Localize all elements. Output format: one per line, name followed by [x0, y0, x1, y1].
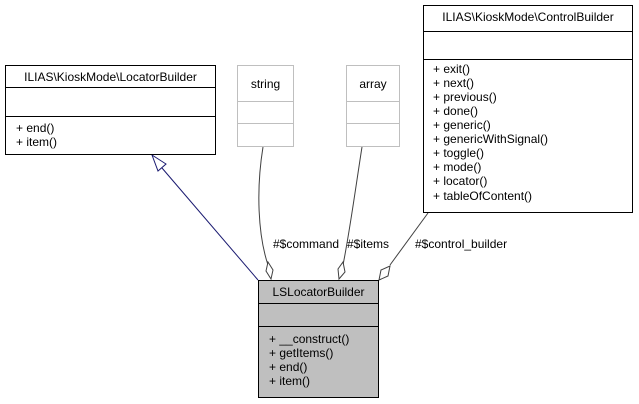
items-label: #$items: [347, 237, 389, 251]
control-builder-diamond: [378, 265, 391, 281]
class-title: LSLocatorBuilder: [272, 285, 364, 299]
method: + item(): [16, 135, 57, 149]
edge-labels: #$command #$items #$control_builder: [273, 237, 507, 251]
method: + tableOfContent(): [433, 189, 532, 203]
method: + previous(): [433, 90, 497, 104]
class-ls-locator-builder[interactable]: LSLocatorBuilder + __construct() + getIt…: [258, 280, 379, 398]
method: + item(): [269, 374, 310, 388]
method: + mode(): [433, 160, 481, 174]
method: + end(): [16, 121, 54, 135]
class-control-builder[interactable]: ILIAS\KioskMode\ControlBuilder + exit() …: [423, 5, 633, 213]
command-label: #$command: [273, 237, 339, 251]
items-diamond: [337, 260, 346, 281]
command-diamond: [265, 260, 274, 281]
control-builder-label: #$control_builder: [415, 237, 507, 251]
class-title: string: [251, 77, 280, 91]
class-locator-builder[interactable]: ILIAS\KioskMode\LocatorBuilder + end() +…: [5, 65, 216, 155]
method: + generic(): [433, 118, 491, 132]
edges: [151, 146, 429, 281]
class-title: ILIAS\KioskMode\ControlBuilder: [442, 10, 613, 24]
class-array[interactable]: array: [346, 65, 400, 147]
inheritance-arrowhead: [151, 153, 167, 172]
method: + genericWithSignal(): [433, 132, 548, 146]
method: + getItems(): [269, 346, 333, 360]
method: + __construct(): [269, 332, 349, 346]
method: + end(): [269, 360, 307, 374]
method: + next(): [433, 76, 474, 90]
class-title: ILIAS\KioskMode\LocatorBuilder: [24, 70, 197, 84]
method: + exit(): [433, 62, 470, 76]
command-edge: [258, 146, 269, 266]
method: + locator(): [433, 174, 487, 188]
class-string[interactable]: string: [237, 65, 294, 147]
class-title: array: [359, 77, 386, 91]
control-builder-edge: [389, 212, 429, 266]
items-edge: [342, 146, 363, 266]
inheritance-edge: [161, 167, 259, 281]
method: + done(): [433, 104, 478, 118]
method: + toggle(): [433, 146, 484, 160]
